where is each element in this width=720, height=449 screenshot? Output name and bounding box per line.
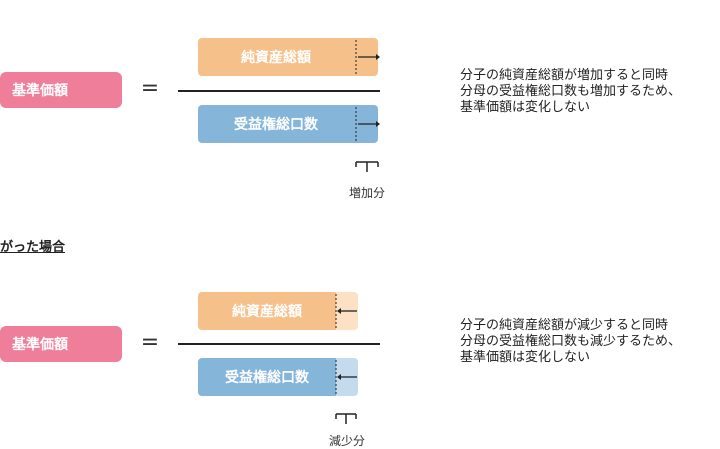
numerator-label: 純資産総額	[232, 304, 302, 320]
description-line: 分子の純資産総額が減少すると同時	[460, 318, 669, 333]
decrease-arrow-numerator-bottom	[335, 294, 357, 328]
description-line: 分母の受益権総口数も増加するため、	[460, 84, 682, 99]
base-price-label-bottom: 基準価額	[0, 326, 122, 362]
delta-label-top: 増加分	[348, 186, 385, 200]
denominator-label: 受益権総口数	[234, 117, 318, 133]
base-price-text: 基準価額	[12, 337, 68, 353]
numerator-bar-top: 純資産総額	[198, 38, 378, 76]
numerator-label: 純資産総額	[241, 50, 311, 66]
base-price-label-top: 基準価額	[0, 72, 122, 108]
equals-sign-bottom: =	[140, 330, 160, 355]
decrease-arrow-denominator-bottom	[335, 360, 357, 394]
fraction-line-bottom	[178, 343, 380, 345]
description-line: 基準価額は変化しない	[460, 350, 591, 365]
delta-label-bottom: 減少分	[328, 434, 365, 448]
equals-sign-top: =	[140, 76, 160, 101]
denominator-label: 受益権総口数	[225, 370, 309, 386]
delta-bracket-top	[355, 161, 379, 172]
increase-arrow-denominator-top	[355, 107, 380, 141]
denominator-bar-bottom: 受益権総口数	[198, 358, 336, 396]
denominator-bar-top: 受益権総口数	[198, 105, 378, 143]
increase-arrow-numerator-top	[355, 40, 380, 74]
numerator-bar-bottom: 純資産総額	[198, 292, 336, 330]
description-line: 分子の純資産総額が増加すると同時	[460, 68, 669, 83]
section-heading: がった場合	[0, 240, 66, 255]
description-top: 分子の純資産総額が増加すると同時 分母の受益権総口数も増加するため、 基準価額は…	[460, 68, 681, 116]
description-line: 基準価額は変化しない	[460, 100, 591, 115]
base-price-text: 基準価額	[12, 83, 68, 99]
fraction-line-top	[178, 90, 380, 92]
description-line: 分母の受益権総口数も減少するため、	[460, 334, 682, 349]
delta-bracket-bottom	[335, 413, 357, 424]
description-bottom: 分子の純資産総額が減少すると同時 分母の受益権総口数も減少するため、 基準価額は…	[460, 318, 681, 366]
